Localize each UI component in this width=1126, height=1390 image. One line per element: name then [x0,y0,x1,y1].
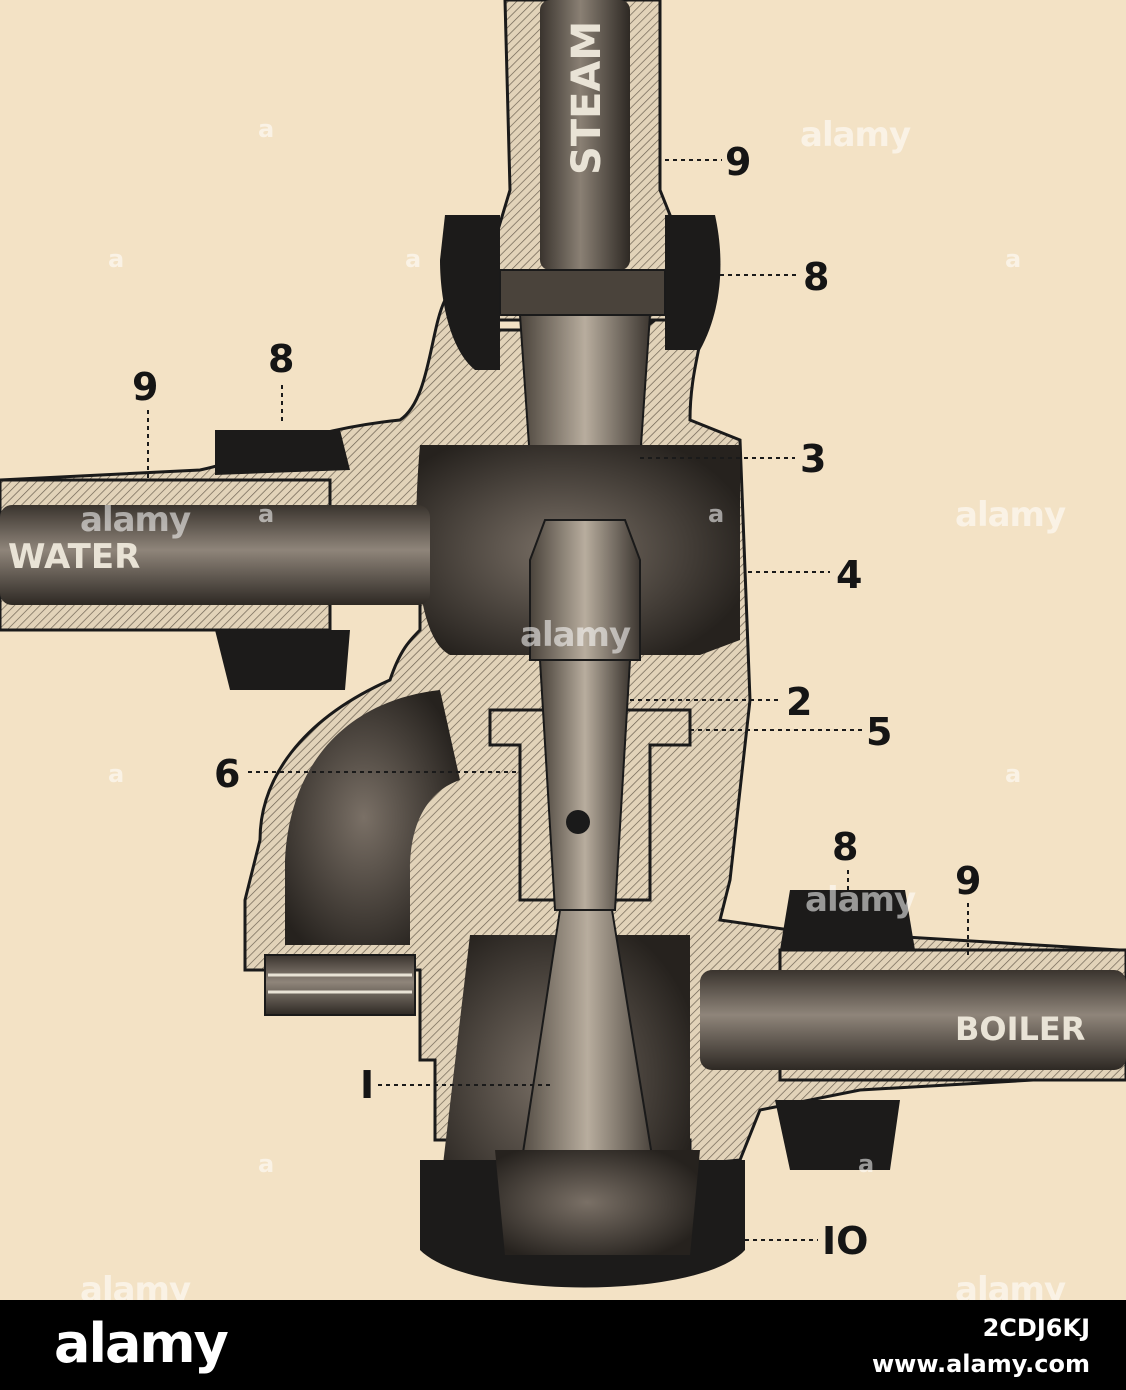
watermark-dot: a [258,1150,275,1178]
part-number-1: I [360,1063,375,1107]
watermark-word: alamy [800,115,911,155]
water-bore [0,505,430,605]
leader-lines [147,159,969,1241]
overflow-thread [264,954,416,1016]
watermark-dot: a [1005,245,1022,273]
watermark-dot: a [108,760,125,788]
watermark-word: alamy [805,880,916,920]
part-number-5: 5 [866,710,893,754]
part-number-3: 3 [800,437,827,481]
tube-hole [566,810,590,834]
top-union-nut [440,215,500,370]
watermark-dot: a [258,500,275,528]
part-number-9-left: 9 [132,365,159,409]
watermark-dot: a [405,245,422,273]
watermark-dot: a [708,500,725,528]
part-number-8-top: 8 [803,255,830,299]
watermark-word: alamy [955,1270,1066,1300]
bottom-cap-inner [495,1150,700,1255]
combining-tube-upper [529,519,641,661]
part-number-8-right: 8 [832,825,859,869]
part-number-6: 6 [214,752,241,796]
part-number-8-left: 8 [268,337,295,381]
watermark-dot: a [258,115,275,143]
part-number-4: 4 [836,553,863,597]
boiler-label: BOILER [955,1010,1085,1048]
top-union-nut-right [665,215,721,350]
part-number-9-top: 9 [725,140,752,184]
watermark-dot: a [858,1150,875,1178]
combining-tube-lower [538,659,632,911]
boiler-union-nut [775,890,915,1170]
top-union-seat [499,269,666,316]
site-url: www.alamy.com [871,1350,1090,1378]
image-id: 2CDJ6KJ [982,1314,1090,1342]
steam-label: STEAM [564,21,610,175]
watermark-dot: a [108,245,125,273]
alamy-logo: alamy [54,1312,229,1375]
watermark-word: alamy [80,1270,191,1300]
illustration: WATER BOILER STEAM [0,0,1126,1300]
water-label: WATER [8,537,140,577]
part-number-9-right: 9 [955,859,982,903]
watermark-word: alamy [520,615,631,655]
water-union-nut [215,430,350,690]
footer-bar: alamy 2CDJ6KJ www.alamy.com [0,1300,1126,1390]
watermark-word: alamy [80,500,191,540]
part-number-10: IO [822,1219,869,1263]
overflow-bend [285,690,460,945]
steam-bore [540,0,630,270]
watermark-dot: a [1005,760,1022,788]
watermark-word: alamy [955,495,1066,535]
boiler-bore [700,970,1126,1070]
part-number-2: 2 [786,680,813,724]
injector-cross-section: WATER BOILER STEAM [0,0,1126,1288]
